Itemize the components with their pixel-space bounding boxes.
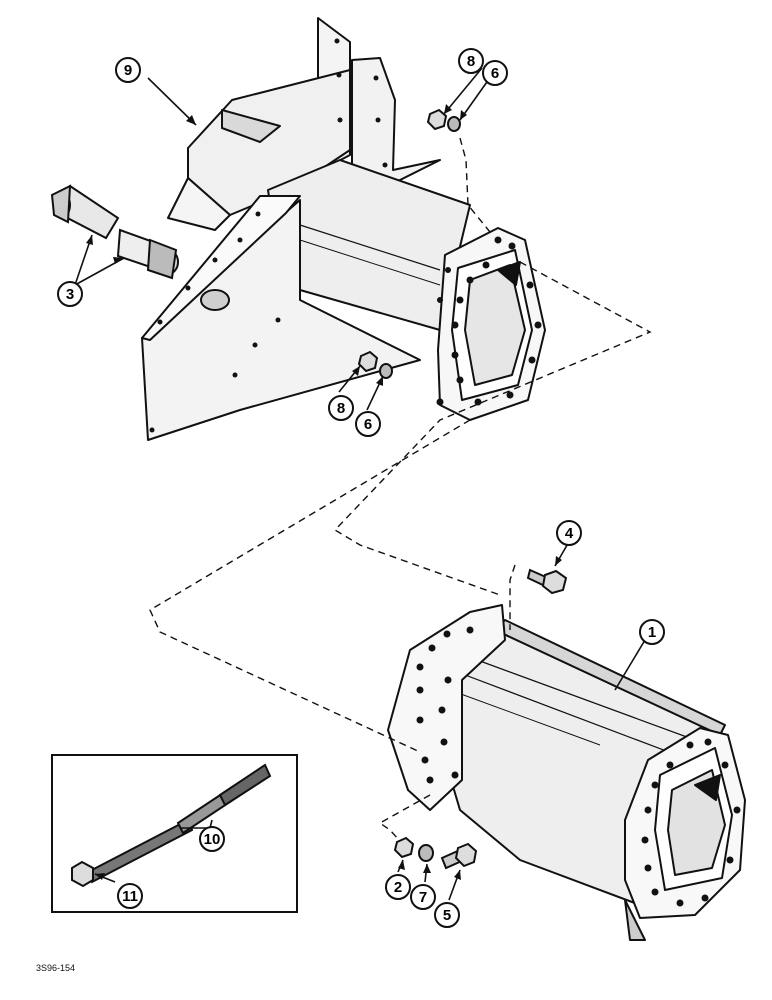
callout-c6a: 6 [482,60,508,86]
callout-c2: 2 [385,874,411,900]
callout-circle [458,48,484,74]
callout-circle [355,411,381,437]
splined-shaft-pair [50,184,179,280]
callout-circle [410,884,436,910]
callout-circle [115,57,141,83]
callout-label: 9 [124,62,132,79]
callout-circle [482,60,508,86]
upper-nut-washer-set [357,108,461,379]
callout-c4: 4 [556,520,582,546]
callout-label: 1 [648,624,656,641]
callout-label: 11 [122,888,138,905]
callout-group: 1 2 3 4 5 6 6 7 8 8 9 10 11 [57,48,665,928]
callout-label: 6 [491,65,499,82]
callout-c9: 9 [115,57,141,83]
callout-c7: 7 [410,884,436,910]
callout-circle [556,520,582,546]
detail-inset [51,754,298,913]
callout-label: 8 [467,53,475,70]
callout-label: 8 [337,400,345,417]
callout-circle [385,874,411,900]
callout-c1: 1 [639,619,665,645]
callout-circle [639,619,665,645]
assembly-lines [149,137,652,841]
callout-label: 2 [394,879,402,896]
callout-c11: 11 [117,883,143,909]
rod-nut [71,860,94,888]
callout-circle [434,902,460,928]
callout-c5: 5 [434,902,460,928]
lower-hardware-set [393,836,478,870]
callout-circle [57,281,83,307]
callout-label: 4 [565,525,574,542]
figure-code: 3S96-154 [36,963,75,973]
threaded-rod [86,763,272,884]
upper-bolt [526,568,568,595]
callout-c6b: 6 [355,411,381,437]
callout-circle [199,826,225,852]
lower-tube-assembly [387,604,746,941]
upper-housing-assembly [141,17,546,441]
callout-label: 3 [66,286,74,303]
callout-c8a: 8 [458,48,484,74]
callout-c3: 3 [57,281,83,307]
callout-c8b: 8 [328,395,354,421]
callout-c10: 10 [199,826,225,852]
leader-arrowheads [86,104,562,880]
callout-circle [328,395,354,421]
callout-circle [117,883,143,909]
callout-label: 10 [204,831,221,848]
callout-label: 5 [443,907,451,924]
callout-label: 7 [419,889,427,906]
callout-label: 6 [364,416,372,433]
